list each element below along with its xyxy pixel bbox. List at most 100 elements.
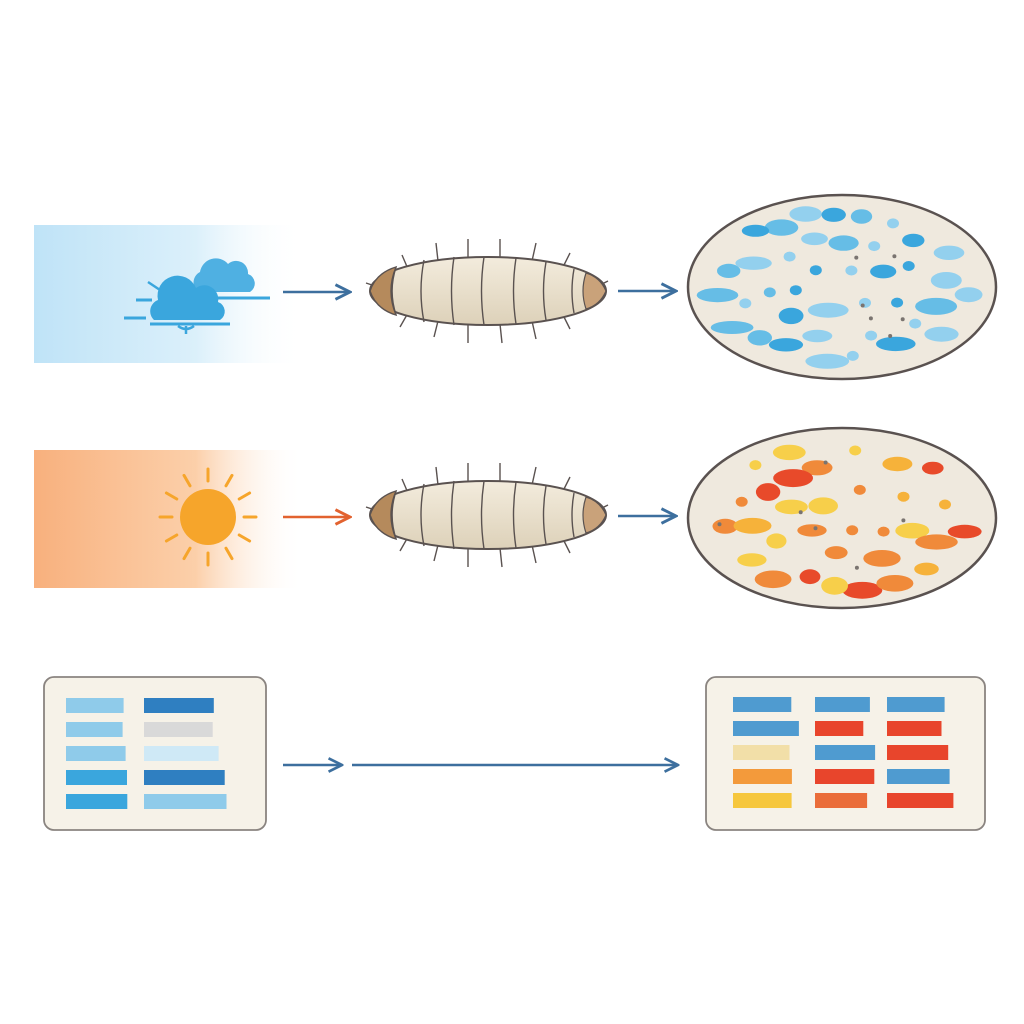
table-cell bbox=[815, 697, 870, 712]
microbe-colony bbox=[842, 581, 883, 599]
microbe-colony bbox=[717, 263, 741, 278]
row-warm bbox=[34, 426, 998, 610]
microbe-colony bbox=[754, 570, 792, 589]
right-table-cells bbox=[733, 697, 954, 808]
microbe-colony bbox=[710, 321, 754, 334]
table-cell bbox=[733, 697, 792, 712]
microbe-colony bbox=[895, 522, 930, 539]
gut-microbiome-dish-icon bbox=[686, 193, 998, 381]
microbe-colony bbox=[735, 256, 772, 270]
microbe-colony bbox=[763, 287, 776, 298]
microbe-colony bbox=[737, 553, 767, 567]
microbe-colony bbox=[821, 207, 846, 222]
larva-icon bbox=[365, 239, 609, 344]
table-cell bbox=[733, 745, 790, 760]
microbe-colony bbox=[749, 460, 762, 471]
sun-ray bbox=[164, 533, 179, 543]
microbe-colony bbox=[801, 232, 828, 246]
sun-ray bbox=[237, 533, 252, 543]
table-cell bbox=[144, 722, 213, 737]
dish-spots-cool bbox=[696, 206, 983, 369]
microbe-colony bbox=[775, 499, 808, 515]
microbe-colony bbox=[772, 444, 806, 461]
microbe-colony bbox=[764, 219, 799, 236]
microbe-colony bbox=[773, 469, 813, 488]
larva-icon bbox=[365, 463, 609, 568]
microbe-colony bbox=[821, 576, 848, 595]
microbe-colony bbox=[876, 336, 916, 352]
speck bbox=[900, 317, 905, 322]
table-cell bbox=[144, 746, 219, 761]
table-cell bbox=[815, 769, 875, 784]
table-cell bbox=[887, 769, 950, 784]
microbe-colony bbox=[902, 261, 915, 271]
gut-microbiome-dish-icon bbox=[686, 426, 998, 610]
microbe-colony bbox=[846, 350, 859, 361]
microbe-colony bbox=[845, 265, 858, 276]
microbe-colony bbox=[828, 235, 859, 251]
microbe-colony bbox=[954, 287, 983, 303]
microbe-colony bbox=[877, 526, 890, 537]
microbe-colony bbox=[739, 298, 752, 309]
speck bbox=[860, 303, 865, 308]
table-cell bbox=[887, 745, 949, 760]
microbe-colony bbox=[882, 456, 913, 472]
sun-ray bbox=[182, 473, 192, 488]
microbe-colony bbox=[802, 329, 833, 343]
table-cell bbox=[144, 698, 214, 713]
table-cell bbox=[733, 769, 792, 784]
microbe-colony bbox=[947, 524, 982, 539]
table-cell bbox=[887, 697, 945, 712]
speck bbox=[823, 460, 828, 465]
microbe-colony bbox=[933, 245, 965, 260]
microbe-colony bbox=[887, 218, 899, 229]
microbe-colony bbox=[868, 241, 881, 252]
sun-ray bbox=[237, 491, 252, 501]
microbe-colony bbox=[865, 330, 878, 341]
microbe-colony bbox=[902, 233, 925, 248]
sun-icon bbox=[158, 467, 258, 567]
microbe-colony bbox=[876, 575, 914, 592]
table-cell bbox=[144, 794, 227, 809]
microbe-colony bbox=[747, 330, 772, 346]
microbe-colony bbox=[755, 483, 781, 501]
table-cell bbox=[815, 745, 876, 760]
speck bbox=[798, 510, 803, 515]
row-cool bbox=[34, 193, 998, 381]
microbe-colony bbox=[809, 265, 822, 276]
speck bbox=[901, 518, 906, 523]
microbe-colony bbox=[808, 497, 838, 515]
microbe-colony bbox=[696, 288, 739, 303]
speck bbox=[868, 316, 873, 321]
microbe-colony bbox=[733, 517, 772, 534]
microbe-colony bbox=[849, 445, 862, 456]
table-cell bbox=[66, 746, 126, 761]
speck bbox=[892, 254, 897, 259]
microbe-colony bbox=[789, 285, 802, 296]
microbe-colony bbox=[897, 491, 910, 502]
table-cell bbox=[733, 793, 792, 808]
microbe-colony bbox=[799, 569, 821, 585]
microbe-colony bbox=[789, 206, 822, 222]
microbe-colony bbox=[783, 251, 796, 262]
microbe-colony bbox=[863, 550, 901, 567]
table-cell bbox=[887, 721, 942, 736]
microbe-colony bbox=[846, 525, 859, 536]
microbe-colony bbox=[824, 546, 848, 560]
microbe-colony bbox=[870, 264, 897, 279]
microbe-colony bbox=[735, 496, 748, 507]
speck bbox=[854, 565, 859, 570]
dish-spots-warm bbox=[712, 444, 982, 599]
microbe-colony bbox=[915, 534, 958, 550]
microbe-colony bbox=[859, 297, 871, 308]
microbe-colony bbox=[778, 307, 804, 325]
sun-ray bbox=[164, 491, 179, 501]
microbe-colony bbox=[915, 297, 958, 315]
table-cell bbox=[733, 721, 799, 736]
cloud-icon bbox=[124, 258, 270, 334]
row-tables bbox=[43, 676, 986, 831]
left-table-cells bbox=[66, 698, 227, 809]
sun-ray bbox=[224, 546, 234, 561]
table-cell bbox=[815, 721, 864, 736]
